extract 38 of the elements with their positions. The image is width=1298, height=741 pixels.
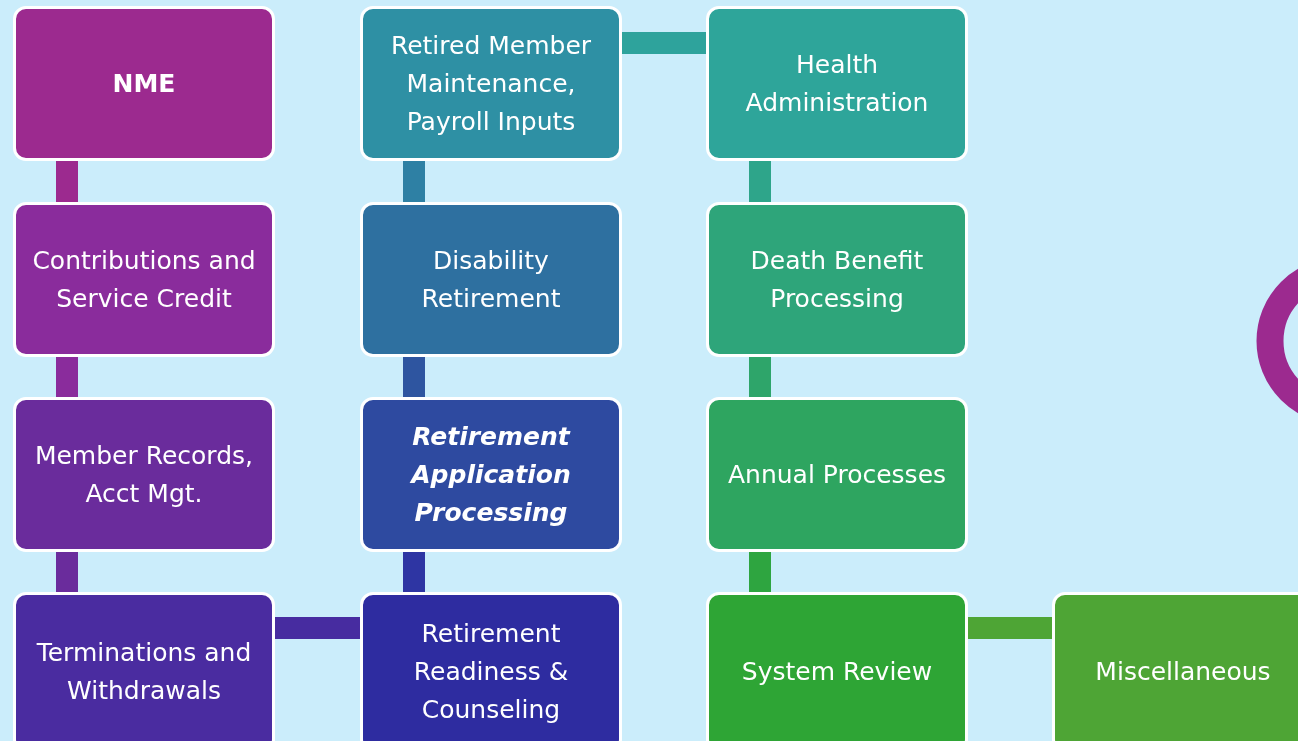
process-box (706, 397, 968, 552)
connector-bar (749, 552, 771, 592)
connector-bar (56, 357, 78, 397)
connector-bar (968, 617, 1052, 639)
process-box (706, 6, 968, 161)
box-label: Miscellaneous (1095, 656, 1271, 688)
process-box (1052, 592, 1298, 741)
box-label: Retirement Readiness & Counseling (412, 618, 570, 726)
connector-bar (56, 552, 78, 592)
box-label: System Review (741, 656, 933, 688)
box-label: Retirement Application Processing (409, 420, 572, 529)
box-label: NME (112, 67, 176, 100)
connector-bar (403, 161, 425, 202)
process-box (13, 6, 275, 161)
connector-bar (403, 552, 425, 592)
process-box (13, 202, 275, 357)
connector-bar (275, 617, 360, 639)
box-label: Disability Retirement (420, 244, 562, 315)
box-label: Health Administration (744, 48, 930, 119)
box-label: Annual Processes (727, 458, 947, 491)
box-label: Terminations and Withdrawals (35, 637, 253, 707)
process-box (13, 592, 275, 741)
connector-bar (749, 161, 771, 202)
connector-bar (749, 357, 771, 397)
connector-bar (56, 161, 78, 202)
box-label: Member Records, Acct Mgt. (33, 439, 255, 510)
process-box (706, 202, 968, 357)
box-label: Contributions and Service Credit (31, 244, 257, 315)
process-box (360, 592, 622, 741)
process-box (360, 397, 622, 552)
box-label: Death Benefit Processing (749, 244, 925, 315)
process-box (13, 397, 275, 552)
connector-bar (622, 32, 706, 54)
process-box (360, 6, 622, 161)
box-label: Retired Member Maintenance, Payroll Inputs (389, 29, 593, 138)
process-box (360, 202, 622, 357)
process-box (706, 592, 968, 741)
connector-bar (403, 357, 425, 397)
